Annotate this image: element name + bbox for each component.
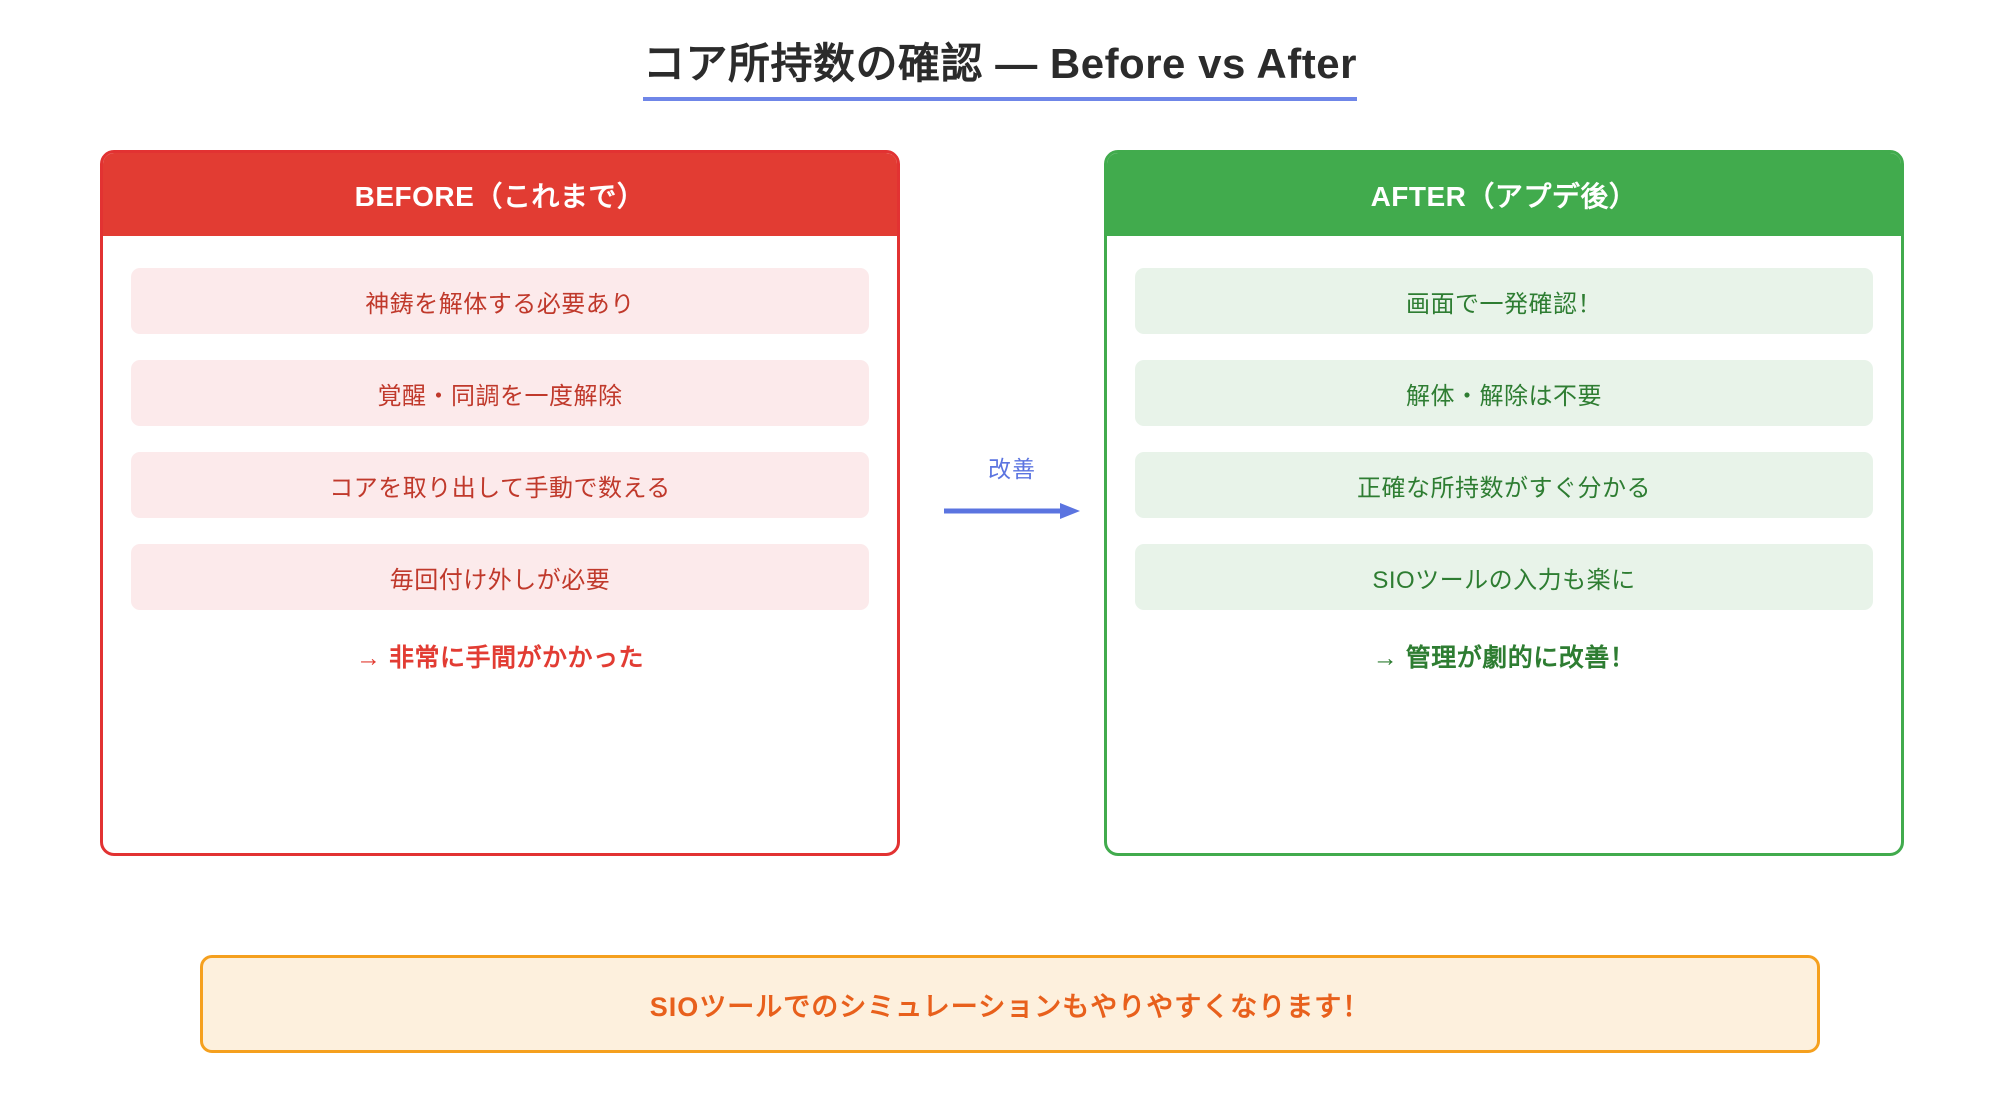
before-card-body: 神鋳を解体する必要あり 覚醒・同調を一度解除 コアを取り出して手動で数える 毎回… bbox=[103, 236, 897, 674]
after-item: 正確な所持数がすぐ分かる bbox=[1135, 452, 1873, 518]
after-summary: → 管理が劇的に改善！ bbox=[1372, 644, 1636, 672]
after-item: 解体・解除は不要 bbox=[1135, 360, 1873, 426]
before-item: 神鋳を解体する必要あり bbox=[131, 268, 869, 334]
after-card-body: 画面で一発確認！ 解体・解除は不要 正確な所持数がすぐ分かる SIOツールの入力… bbox=[1107, 236, 1901, 674]
after-card-header: AFTER（アプデ後） bbox=[1107, 153, 1901, 236]
improvement-arrow-label: 改善 bbox=[988, 456, 1036, 482]
before-summary: → 非常に手間がかかった bbox=[356, 644, 644, 672]
page-title: コア所持数の確認 — Before vs After bbox=[0, 30, 2000, 101]
before-card-header: BEFORE（これまで） bbox=[103, 153, 897, 236]
after-item: 画面で一発確認！ bbox=[1135, 268, 1873, 334]
after-item: SIOツールの入力も楽に bbox=[1135, 544, 1873, 610]
before-item: コアを取り出して手動で数える bbox=[131, 452, 869, 518]
after-card: AFTER（アプデ後） 画面で一発確認！ 解体・解除は不要 正確な所持数がすぐ分… bbox=[1104, 150, 1904, 856]
bottom-banner-text: SIOツールでのシミュレーションもやりやすくなります！ bbox=[649, 991, 1371, 1022]
before-item: 覚醒・同調を一度解除 bbox=[131, 360, 869, 426]
arrow-right-icon bbox=[944, 503, 1080, 519]
before-item: 毎回付け外しが必要 bbox=[131, 544, 869, 610]
improvement-arrow-block: 改善 bbox=[920, 450, 1104, 522]
bottom-banner: SIOツールでのシミュレーションもやりやすくなります！ bbox=[200, 955, 1820, 1053]
page-title-text: コア所持数の確認 — Before vs After bbox=[643, 30, 1357, 101]
comparison-area: BEFORE（これまで） 神鋳を解体する必要あり 覚醒・同調を一度解除 コアを取… bbox=[0, 150, 2000, 870]
before-card: BEFORE（これまで） 神鋳を解体する必要あり 覚醒・同調を一度解除 コアを取… bbox=[100, 150, 900, 856]
